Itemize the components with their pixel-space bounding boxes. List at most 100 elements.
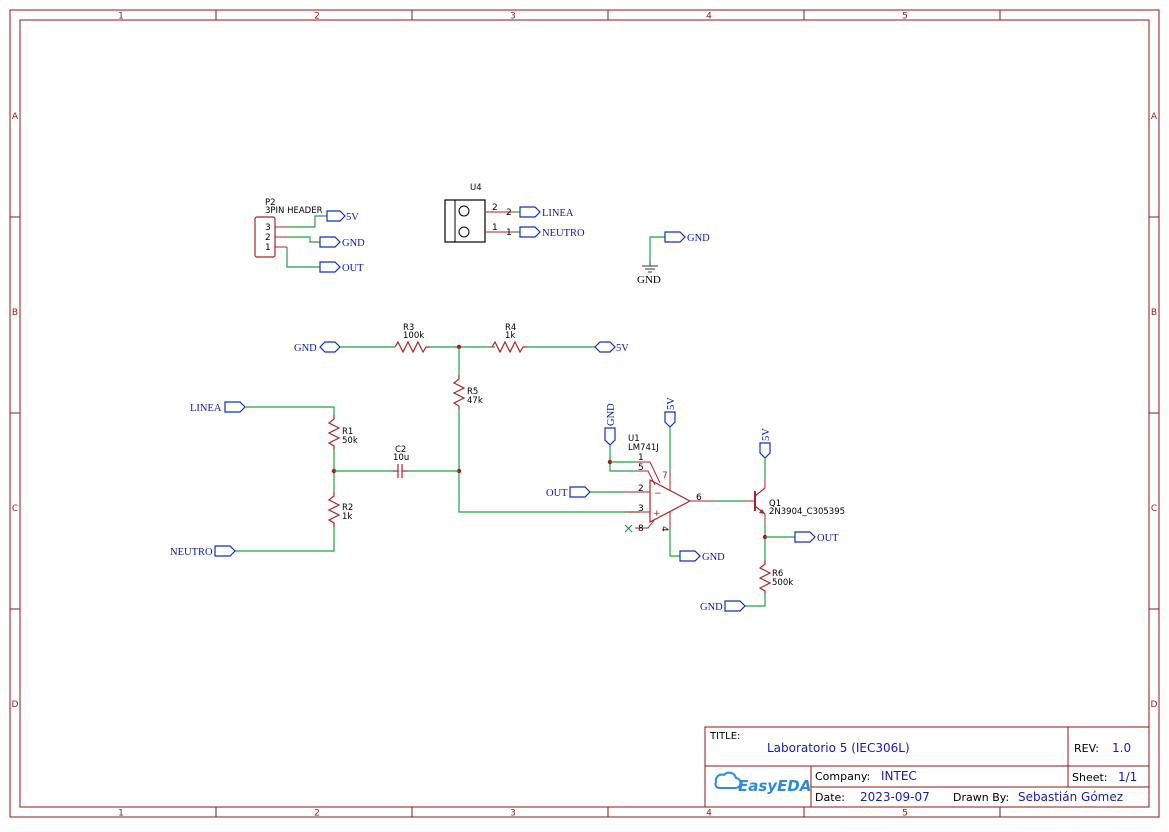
net-label-gnd-top: GND (687, 233, 710, 244)
company-value: INTEC (881, 769, 917, 783)
net-label-out-u1: OUT (546, 488, 568, 499)
p2-pin-3: 3 (265, 223, 271, 233)
drawn-by-value: Sebastián Gómez (1018, 790, 1123, 804)
net-label-linea-u4: LINEA (542, 208, 574, 219)
resistor-r4[interactable]: R4 1k (491, 323, 527, 354)
p2-pin-2: 2 (265, 233, 271, 243)
net-flag-5v-p2[interactable]: 5V (326, 210, 359, 223)
frame-row-label-right-C: C (1151, 504, 1157, 514)
net-flag-neutro-left[interactable]: NEUTRO (170, 545, 236, 558)
net-label-gnd-u1: GND (606, 403, 617, 426)
r2-value: 1k (342, 512, 352, 522)
frame-row-label-A: A (12, 112, 19, 122)
net-flag-gnd-divider[interactable]: GND (294, 341, 341, 354)
q1-ref: Q1 (769, 499, 781, 509)
u1-value: LM741J (628, 443, 659, 453)
date-value: 2023-09-07 (860, 790, 930, 804)
net-flag-neutro-u4[interactable]: NEUTRO (519, 226, 585, 239)
ground-symbol-label: GND (637, 274, 661, 286)
frame-row-label-right-B: B (1151, 308, 1157, 318)
frame-col-label-bottom-4: 4 (706, 809, 712, 819)
resistor-r6[interactable]: R6 500k (758, 560, 793, 594)
u1-pin-7: 7 (662, 471, 668, 481)
transistor-q1[interactable]: Q1 2N3904_C305395 (745, 478, 845, 522)
u1-pin-5: 5 (638, 463, 644, 473)
frame-col-label-5: 5 (902, 12, 908, 22)
rev-value: 1.0 (1112, 741, 1131, 755)
net-flag-5v-q1[interactable]: 5V (759, 428, 772, 459)
u1-pin-8: 8 (638, 524, 644, 534)
date-label: Date: (815, 791, 845, 804)
r5-value: 47k (467, 396, 483, 406)
net-flag-out-p2[interactable]: OUT (319, 261, 364, 274)
net-label-linea-left: LINEA (190, 403, 222, 414)
r6-value: 500k (772, 578, 793, 588)
r1-ref: R1 (342, 427, 353, 437)
ground-symbol: GND (637, 262, 661, 286)
company-label: Company: (815, 770, 870, 783)
net-flag-linea-left[interactable]: LINEA (190, 401, 246, 414)
net-flag-linea-u4[interactable]: LINEA (519, 206, 574, 219)
u1-ref: U1 (628, 434, 640, 444)
u4-pin-1-ext: 1 (506, 228, 512, 238)
net-flag-out-u1[interactable]: OUT (546, 486, 591, 499)
net-flag-5v-u1[interactable]: 5V (664, 397, 677, 428)
r6-ref: R6 (772, 569, 783, 579)
r1-value: 50k (342, 436, 358, 446)
net-label-gnd-divider: GND (294, 343, 317, 354)
opamp-u1[interactable]: U1 LM741J − + 1 5 2 3 8 6 7 4 (624, 434, 715, 534)
r4-ref: R4 (505, 323, 516, 333)
net-label-out-q1: OUT (817, 533, 839, 544)
rev-label: REV: (1074, 742, 1099, 755)
resistor-r5[interactable]: R5 47k (452, 375, 483, 410)
net-flag-gnd-u1-bottom[interactable]: GND (679, 550, 725, 563)
net-label-neutro-u4: NEUTRO (542, 228, 585, 239)
title-value: Laboratorio 5 (IEC306L) (767, 741, 910, 755)
u4-pin-2: 2 (492, 203, 498, 213)
header-p2[interactable]: P2 3PIN HEADER 3 2 1 (254, 198, 323, 258)
net-flag-gnd-top[interactable]: GND (664, 231, 710, 244)
frame-col-label-bottom-2: 2 (314, 809, 320, 819)
net-flag-out-q1[interactable]: OUT (794, 531, 839, 544)
easyeda-logo: EasyEDA (714, 771, 811, 795)
net-flag-gnd-p2[interactable]: GND (319, 236, 365, 249)
net-label-gnd-u1-bottom: GND (702, 552, 725, 563)
net-label-5v-p2: 5V (346, 212, 359, 223)
net-label-5v-divider: 5V (616, 343, 629, 354)
frame-col-label-bottom-3: 3 (510, 809, 516, 819)
frame-row-label-right-A: A (1151, 112, 1158, 122)
u1-inverting-mark: − (654, 489, 662, 499)
net-flag-gnd-r6[interactable]: GND (700, 600, 746, 613)
r3-ref: R3 (403, 323, 414, 333)
r5-ref: R5 (467, 387, 478, 397)
resistor-r2[interactable]: R2 1k (327, 492, 353, 527)
p2-value: 3PIN HEADER (265, 206, 323, 216)
net-label-out-p2: OUT (342, 263, 364, 274)
u4-ref: U4 (470, 183, 482, 193)
terminal-block-u4[interactable]: U4 2 1 2 1 (444, 183, 515, 243)
r3-value: 100k (403, 331, 424, 341)
net-label-5v-q1: 5V (761, 428, 772, 441)
drawn-by-label: Drawn By: (953, 791, 1009, 804)
frame-row-label-C: C (12, 504, 18, 514)
u4-pin-1: 1 (492, 223, 498, 233)
p2-ref: P2 (265, 198, 276, 208)
net-label-neutro-left: NEUTRO (170, 547, 213, 558)
resistor-r3[interactable]: R3 100k (394, 323, 430, 354)
u1-pin-2: 2 (638, 484, 644, 494)
u1-pin-1: 1 (638, 453, 644, 463)
capacitor-c2[interactable]: C2 10u (393, 445, 409, 478)
net-label-gnd-p2: GND (342, 238, 365, 249)
frame-col-label-2: 2 (314, 12, 320, 22)
frame-col-label-bottom-1: 1 (118, 809, 124, 819)
drawing-frame: 1 2 3 4 5 1 2 3 4 5 A B C D A B C D (9, 9, 1160, 819)
net-flag-5v-divider[interactable]: 5V (594, 341, 629, 354)
r4-value: 1k (505, 331, 515, 341)
resistor-r1[interactable]: R1 50k (327, 415, 358, 450)
u4-pin-2-ext: 2 (506, 208, 512, 218)
logo-text: EasyEDA (738, 777, 811, 795)
u1-pin-4: 4 (659, 526, 669, 532)
net-flag-gnd-u1[interactable]: GND (604, 403, 617, 446)
